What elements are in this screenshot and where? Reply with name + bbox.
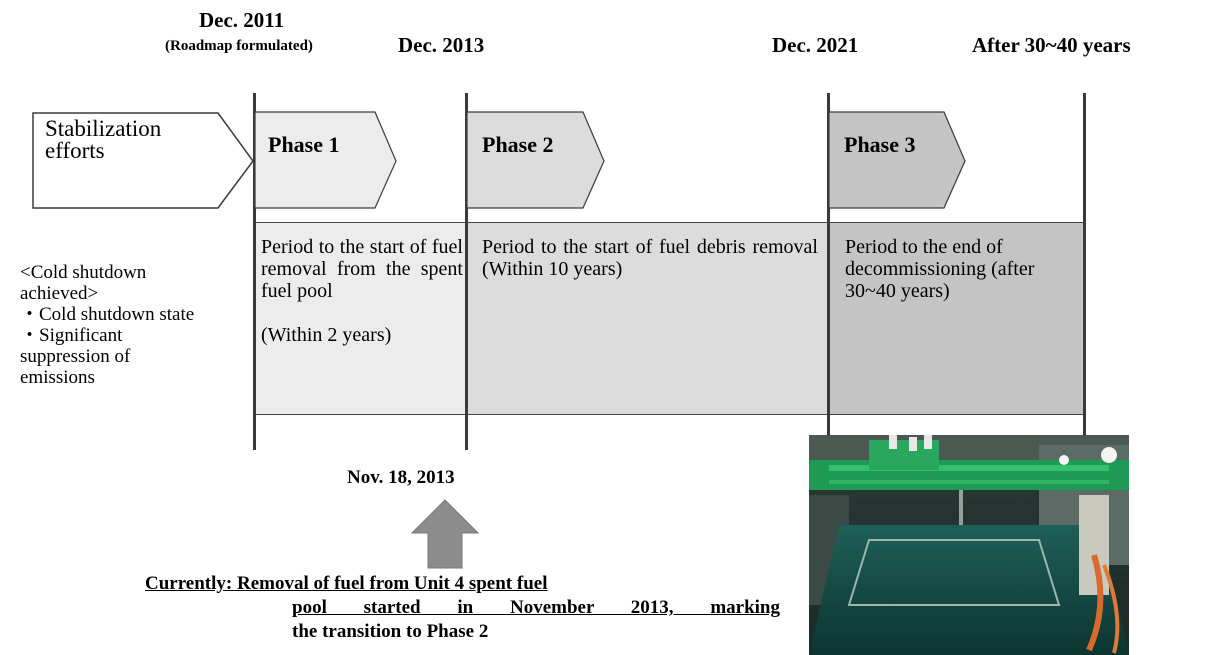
phase-arrows: [32, 111, 966, 209]
current-date: Nov. 18, 2013: [347, 467, 455, 488]
milestone-dec-2011: Dec. 2011: [199, 8, 285, 32]
stabilization-line2: efforts: [45, 138, 105, 163]
timeline-line-2011: [253, 93, 256, 450]
up-arrow-shape: [411, 499, 479, 569]
unit4-fuel-pool-photo: [809, 435, 1129, 655]
phase-1-arrow: [254, 111, 397, 209]
phase-2-arrow: [466, 111, 605, 209]
cold-shutdown-item-emissions: ・Significant suppression of emissions: [20, 325, 131, 388]
stabilization-arrow: [32, 112, 254, 209]
phase-2-description: Period to the start of fuel debris remov…: [482, 236, 818, 280]
timeline-line-2021: [827, 93, 830, 450]
cold-shutdown-notes: <Cold shutdown achieved> ・Cold shutdown …: [20, 262, 250, 388]
milestone-after-30-40-years: After 30~40 years: [972, 33, 1131, 57]
timeline-line-2013: [465, 93, 468, 450]
phase-1-duration: (Within 2 years): [261, 324, 392, 346]
cold-shutdown-title: <Cold shutdown achieved>: [20, 262, 147, 304]
phase-1-description: Period to the start of fuel removal from…: [261, 236, 463, 302]
phase-3-band: [828, 222, 1084, 415]
phase-2-label: Phase 2: [482, 132, 554, 157]
current-status-line1: Currently: Removal of fuel from Unit 4 s…: [145, 573, 548, 594]
phase-3-label: Phase 3: [844, 132, 916, 157]
milestone-dec-2013: Dec. 2013: [398, 33, 485, 57]
timeline-line-end: [1083, 93, 1086, 450]
current-status-line3: the transition to Phase 2: [292, 621, 489, 642]
stabilization-label: Stabilization efforts: [45, 116, 162, 163]
milestone-dec-2021: Dec. 2021: [772, 33, 859, 57]
current-status-line2: pool started in November 2013, marking: [292, 597, 780, 618]
stabilization-line1: Stabilization: [45, 116, 162, 141]
phase-3-description: Period to the end of decommissioning (af…: [845, 236, 1035, 302]
current-status-note: Currently: Removal of fuel from Unit 4 s…: [145, 572, 780, 644]
phase-3-arrow: [828, 111, 966, 209]
current-up-arrow: [411, 499, 479, 569]
cold-shutdown-item-state: ・Cold shutdown state: [20, 304, 195, 325]
phase-1-description-text: Period to the start of fuel removal from…: [261, 236, 463, 302]
milestone-roadmap-note: (Roadmap formulated): [165, 38, 313, 54]
phase-1-band: [254, 222, 467, 415]
phase-2-band: [467, 222, 828, 415]
phase-1-label: Phase 1: [268, 132, 340, 157]
